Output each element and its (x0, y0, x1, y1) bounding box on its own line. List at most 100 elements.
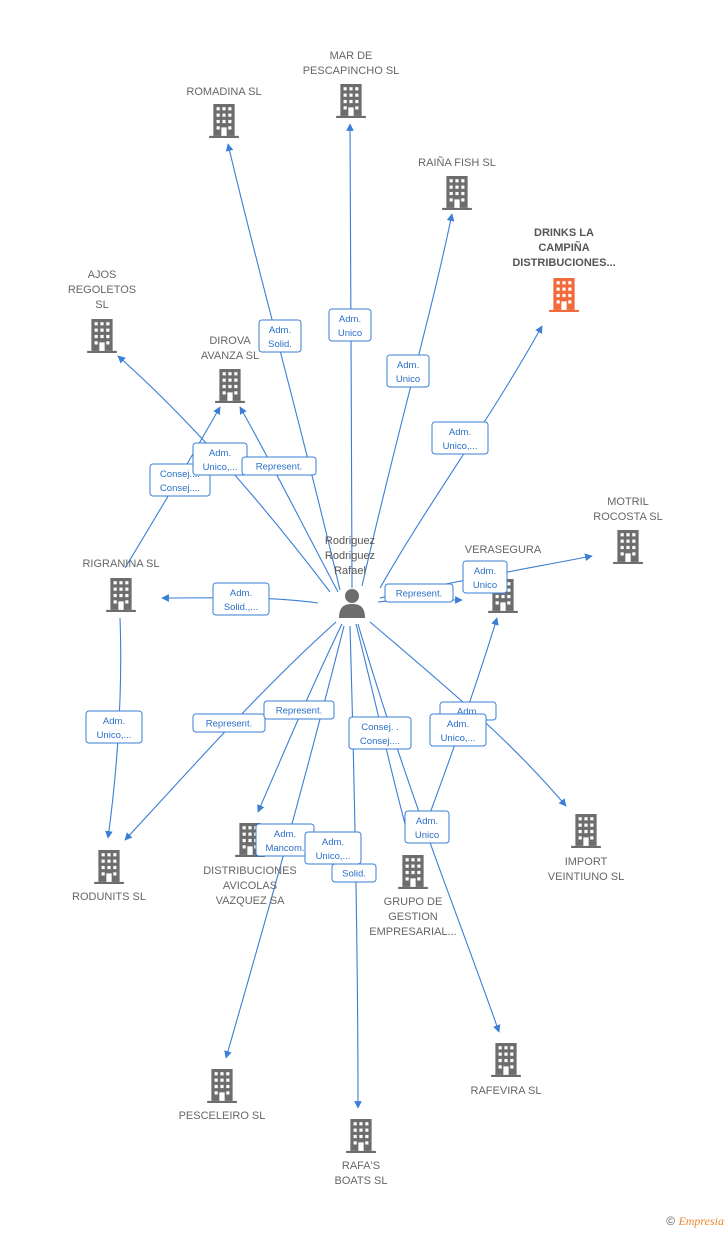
node-label: SL (95, 299, 108, 311)
badge-text: Represent. (276, 706, 322, 717)
badge-text: Adm. (474, 566, 496, 577)
node-label: ROMADINA SL (186, 86, 261, 98)
badge-text: Unico,... (97, 730, 132, 741)
badge-text: Unico,... (203, 462, 238, 473)
relation-badge-b-rigranina[interactable]: Adm.Solid.,... (212, 582, 270, 616)
node-grupo[interactable]: GRUPO DEGESTIONEMPRESARIAL... (369, 855, 457, 938)
relation-badge-b-rafas-solid[interactable]: Solid. (331, 863, 377, 883)
node-label: DRINKS LA (534, 227, 594, 239)
node-label: EMPRESARIAL... (369, 926, 456, 938)
badge-box (328, 308, 372, 342)
relation-badge-b-grupo-consej[interactable]: Consej. .Consej.... (348, 716, 412, 750)
badge-text: Adm. (103, 716, 125, 727)
badge-text: Adm. (457, 707, 479, 718)
relation-badge-b-distrib-rep[interactable]: Represent. (263, 700, 335, 720)
person-label: Rodriguez (325, 535, 375, 547)
relation-badge-b-rodunits[interactable]: Adm. Unico,... (85, 710, 143, 744)
badge-box (331, 863, 377, 883)
badge-text: Adm. (416, 816, 438, 827)
badge-box (429, 713, 487, 747)
node-label: AJOS (88, 269, 117, 281)
relation-badge-b-verasegura-rep[interactable]: Represent. (384, 583, 454, 603)
node-rafevira[interactable]: RAFEVIRA SL (471, 1043, 542, 1097)
edge-17 (357, 623, 501, 1033)
badge-text: Adm. (449, 427, 471, 438)
badge-box (192, 713, 266, 733)
relation-badge-b-romadina[interactable]: Adm.Solid. (258, 319, 302, 353)
badge-box (386, 354, 430, 388)
badges-layer: Adm.Solid.Adm.UnicoAdm.UnicoAdm.Unico,..… (85, 308, 508, 883)
badge-text: Solid. (268, 339, 292, 350)
node-label: RODUNITS SL (72, 891, 146, 903)
node-rodunits[interactable]: RODUNITS SL (72, 850, 146, 903)
node-drinks[interactable]: DRINKS LACAMPIÑADISTRIBUCIONES... (512, 227, 616, 312)
node-romadina[interactable]: ROMADINA SL (186, 86, 262, 138)
relation-badge-b-mar[interactable]: Adm.Unico (328, 308, 372, 342)
copyright-symbol: © (666, 1214, 676, 1228)
badge-box (348, 716, 412, 750)
relation-badge-b-dirova-rep[interactable]: Represent. (241, 456, 317, 476)
badge-text: Adm. (274, 829, 296, 840)
relation-badge-b-drinks[interactable]: Adm.Unico,... (431, 421, 489, 455)
node-dirova[interactable]: DIROVA AVANZA SL (201, 335, 259, 403)
node-pesceleiro[interactable]: PESCELEIRO SL (179, 1069, 266, 1122)
building-icon (442, 176, 472, 210)
building-icon (346, 1119, 376, 1153)
node-label: REGOLETOS (68, 284, 136, 296)
badge-box (241, 456, 317, 476)
badge-text: Adm. (230, 588, 252, 599)
node-raina[interactable]: RAIÑA FISH SL (418, 156, 496, 210)
badge-text: Unico (415, 830, 439, 841)
edge-1 (346, 123, 354, 589)
badge-text: Consej.... (160, 469, 200, 480)
building-icon (491, 1043, 521, 1077)
edge-15 (224, 625, 345, 1059)
edge-2 (361, 213, 455, 587)
badge-text: Represent. (206, 719, 252, 730)
node-label: RAFEVIRA SL (471, 1085, 542, 1097)
node-import[interactable]: IMPORT VEINTIUNO SL (548, 814, 624, 883)
relation-badge-b-dirova[interactable]: Adm.Unico,... (192, 442, 248, 476)
relation-badge-b-rafas[interactable]: Adm.Unico,... (304, 831, 362, 865)
node-rigranina[interactable]: RIGRANINA SL (82, 558, 160, 612)
building-icon (549, 278, 579, 312)
node-label: RAIÑA FISH SL (418, 156, 496, 169)
badge-text: Consej.... (360, 736, 400, 747)
relation-badge-b-raina[interactable]: Adm.Unico (386, 354, 430, 388)
badge-text: Unico,... (441, 733, 476, 744)
node-label: PESCAPINCHO SL (303, 65, 400, 77)
badge-text: Mancom. (265, 843, 304, 854)
node-label: VEINTIUNO SL (548, 871, 624, 883)
node-label: AVANZA SL (201, 350, 259, 362)
badge-box (431, 421, 489, 455)
badge-text: Unico (473, 580, 497, 591)
node-verasegura[interactable]: VERASEGURA (465, 544, 542, 613)
relation-badge-b-rodunits-rep[interactable]: Represent. (192, 713, 266, 733)
node-label: GRUPO DE (384, 896, 443, 908)
node-label: RIGRANINA SL (82, 558, 159, 570)
node-ajos[interactable]: AJOS REGOLETOS SL (68, 269, 136, 353)
empresia-logo[interactable]: Empresia (678, 1214, 724, 1228)
relation-badge-b-verasegura-adm[interactable]: Adm. Unico (404, 810, 450, 844)
relation-badge-b-motril[interactable]: Adm. Unico (462, 560, 508, 594)
edge-3 (379, 325, 543, 589)
badge-text: Consej.... (160, 483, 200, 494)
person-label: Rafael (334, 565, 366, 577)
node-label: DIROVA (209, 335, 251, 347)
node-label: MOTRIL (607, 496, 649, 508)
badge-text: Unico (396, 374, 420, 385)
node-label: IMPORT (565, 856, 608, 868)
badge-box (258, 319, 302, 353)
building-icon (571, 814, 601, 848)
badge-box (263, 700, 335, 720)
badge-box (85, 710, 143, 744)
building-icon (215, 369, 245, 403)
relation-badge-b-import[interactable]: Adm.Unico,... (429, 713, 487, 747)
